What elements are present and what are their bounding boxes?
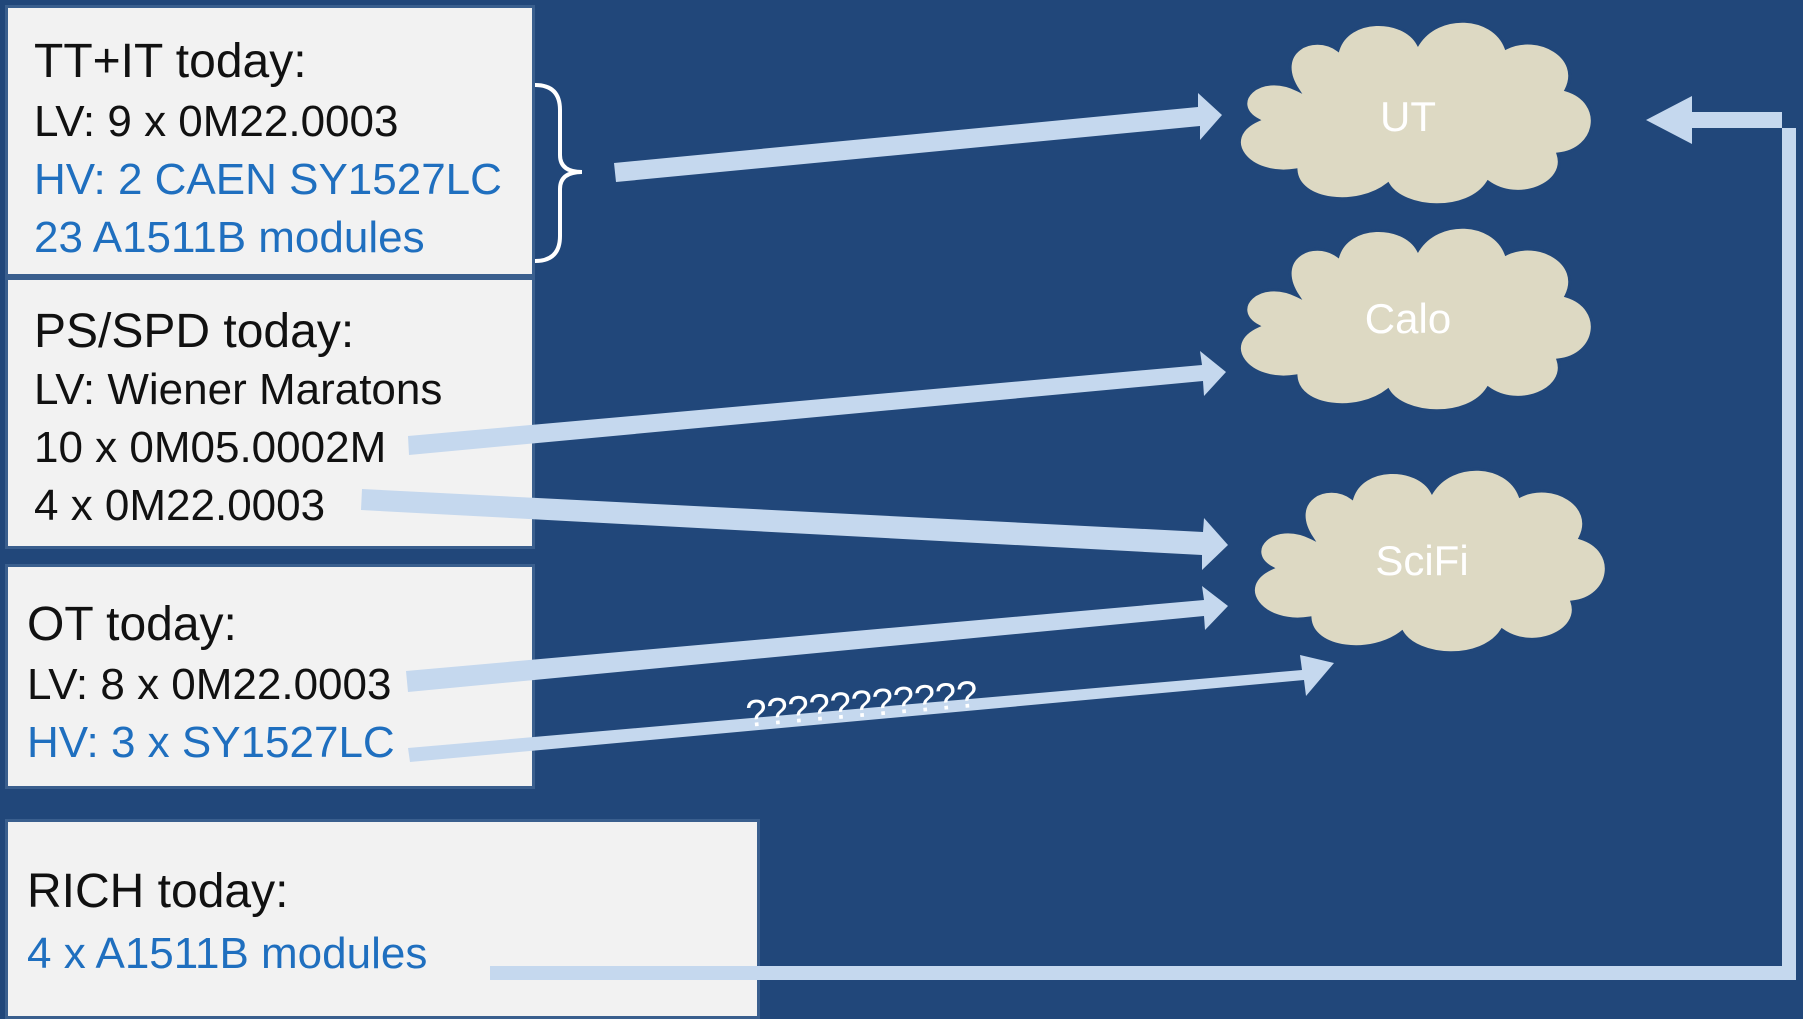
cloud-calo-label: Calo xyxy=(1364,295,1452,342)
ttit-hv: HV: 2 CAEN SY1527LC xyxy=(34,155,502,204)
rich-title: RICH today: xyxy=(27,865,289,918)
pspd-lv: LV: Wiener Maratons xyxy=(34,365,443,414)
ttit-modules: 23 A1511B modules xyxy=(34,213,425,262)
cloud-scifi-label: SciFi xyxy=(1375,537,1469,584)
arrow-pspd-to-scifi xyxy=(361,489,1228,570)
ttit-box: TT+IT today: LV: 9 x 0M22.0003 HV: 2 CAE… xyxy=(5,5,535,277)
rich-box: RICH today: 4 x A1511B modules xyxy=(5,819,760,1019)
ot-hv: HV: 3 x SY1527LC xyxy=(27,718,395,767)
curly-brace-icon xyxy=(534,83,583,263)
arrow-pspd-to-calo xyxy=(408,351,1226,455)
pspd-title: PS/SPD today: xyxy=(34,305,355,358)
ot-lv: LV: 8 x 0M22.0003 xyxy=(27,660,392,709)
rich-modules: 4 x A1511B modules xyxy=(27,929,428,978)
ot-box: OT today: LV: 8 x 0M22.0003 HV: 3 x SY15… xyxy=(5,564,535,789)
pspd-line2: 10 x 0M05.0002M xyxy=(34,423,387,472)
ttit-title: TT+IT today: xyxy=(34,35,307,88)
cloud-ut-label: UT xyxy=(1380,93,1436,140)
arrow-ttit-to-ut xyxy=(614,93,1222,182)
arrow-ot-hv-unknown xyxy=(408,655,1334,762)
ot-title: OT today: xyxy=(27,598,237,651)
ttit-lv: LV: 9 x 0M22.0003 xyxy=(34,97,399,146)
pspd-box: PS/SPD today: LV: Wiener Maratons 10 x 0… xyxy=(5,277,535,549)
arrow-ot-lv-to-scifi xyxy=(406,586,1228,692)
pspd-line3: 4 x 0M22.0003 xyxy=(34,481,326,530)
